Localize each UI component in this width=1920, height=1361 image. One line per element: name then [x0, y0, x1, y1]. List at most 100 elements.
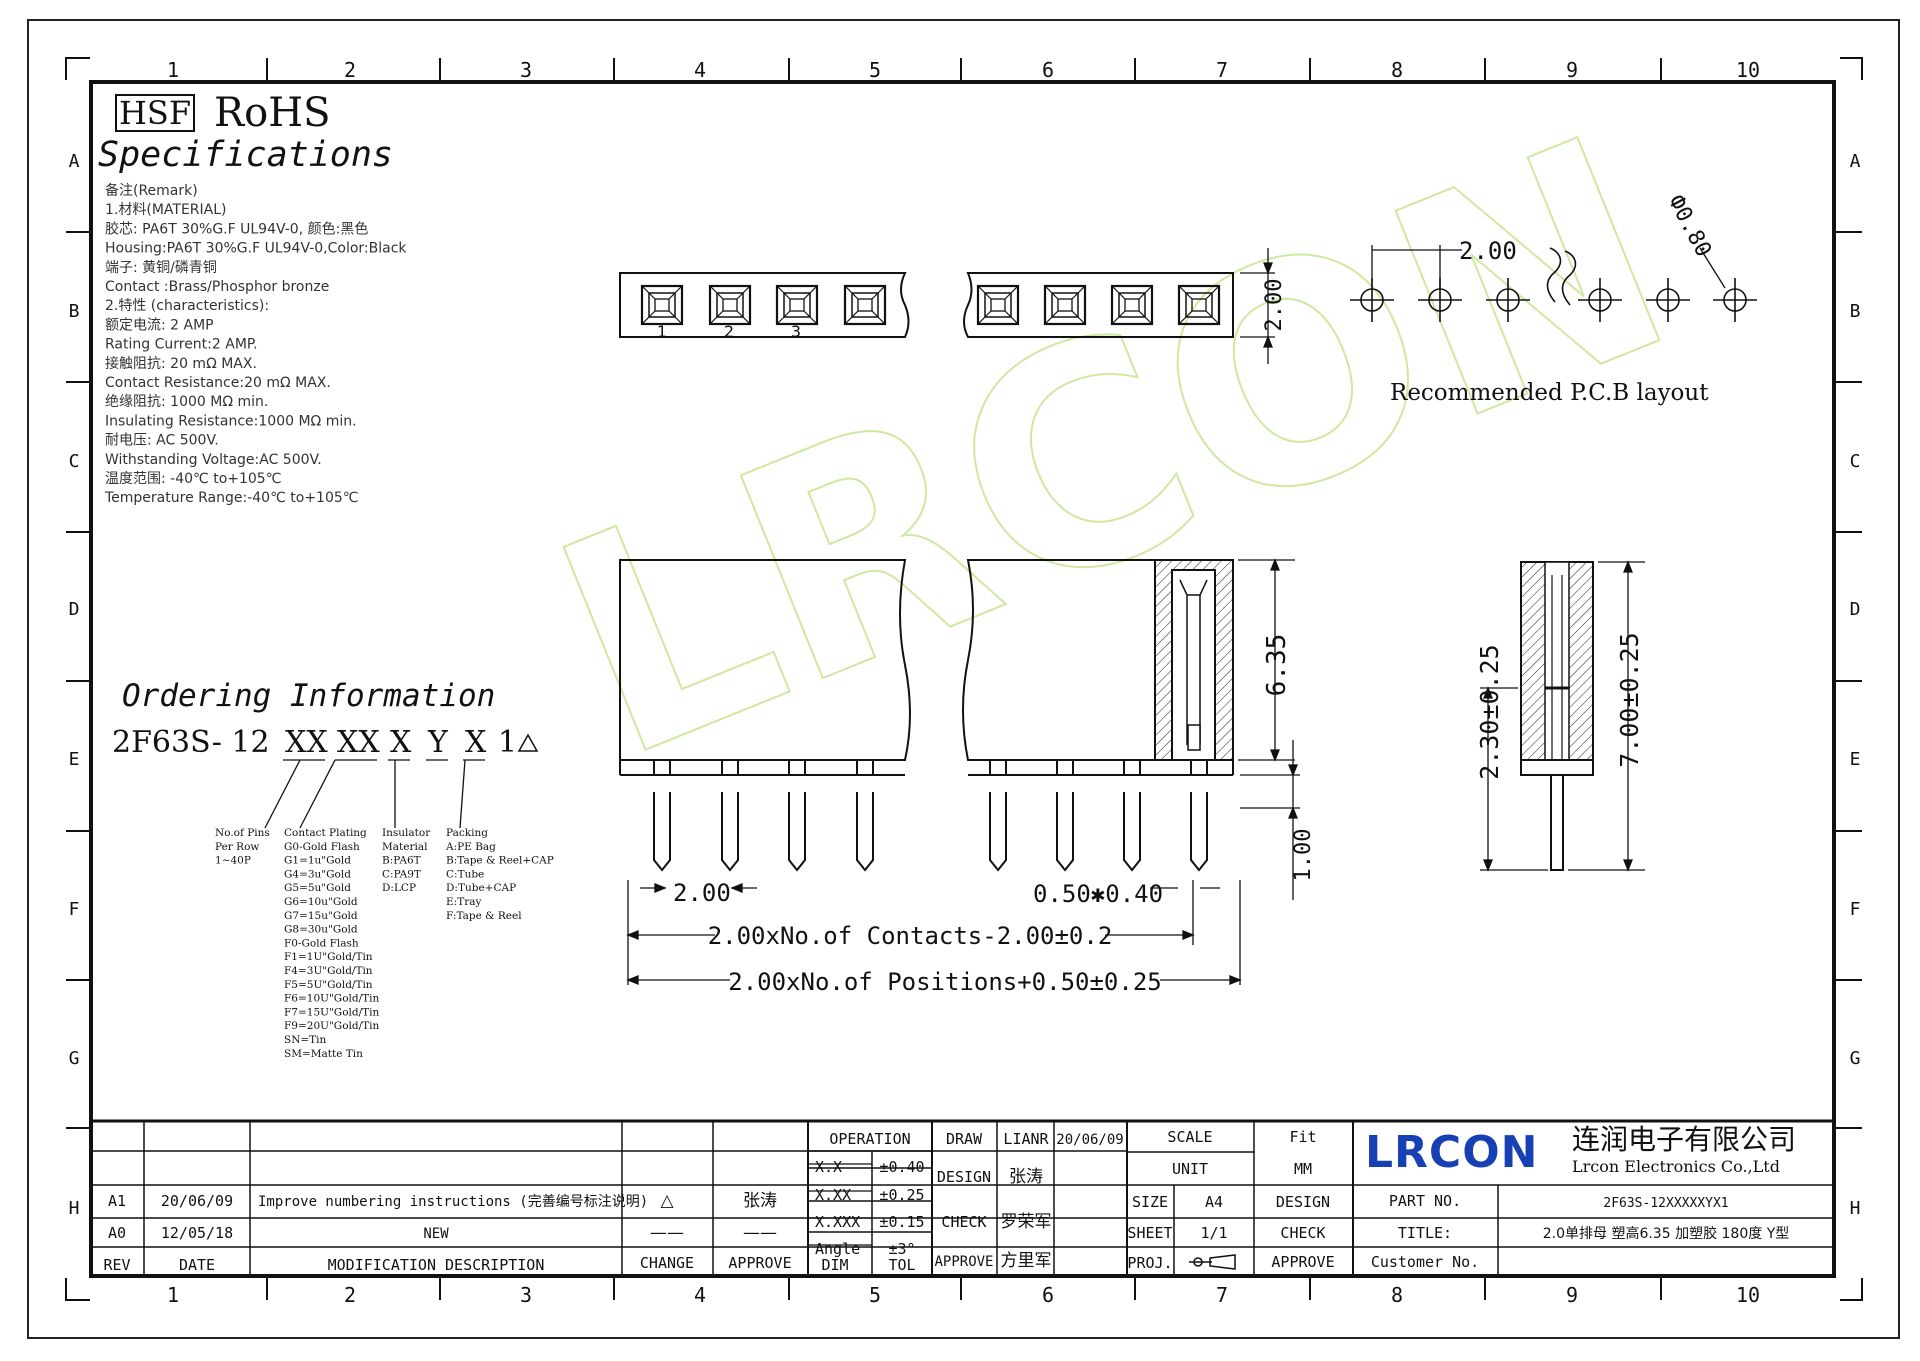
ordering-option: F6=10U"Gold/Tin [284, 993, 379, 1005]
company-logo: LRCON [1365, 1127, 1538, 1178]
tol-dim: Angle [815, 1240, 860, 1258]
design-label: DESIGN [937, 1168, 991, 1186]
proj-label: PROJ. [1127, 1254, 1172, 1272]
contact-cavity [843, 284, 887, 326]
unit-value: MM [1294, 1160, 1312, 1178]
rev-date: 12/05/18 [161, 1224, 233, 1242]
ordering-option: E:Tray [446, 896, 481, 908]
rev-approver: 张涛 [743, 1191, 777, 1211]
ordering-option: D:LCP [382, 882, 416, 894]
front-contacts-dim: 2.00xNo.of Contacts-2.00±0.2 [708, 922, 1113, 950]
grid-row-label: F [1850, 899, 1861, 920]
ordering-option: Contact Plating [284, 827, 367, 839]
revision-triangle-icon [517, 733, 539, 752]
contact-pin [989, 792, 1007, 872]
pcb-hole-dim: Ф0.80 [1663, 191, 1716, 261]
ordering-option: A:PE Bag [445, 841, 496, 853]
code-part: X [390, 725, 412, 760]
remark-line: Housing:PA6T 30%G.F UL94V-0,Color:Black [105, 241, 407, 257]
grid-row-label: B [1850, 301, 1861, 322]
title-block [91, 1119, 1834, 1276]
contact-cavity [976, 284, 1020, 326]
design2-label: DESIGN [1276, 1193, 1330, 1211]
operation-label: OPERATION [829, 1130, 910, 1148]
specifications-title: Specifications [98, 135, 393, 175]
customer-no-label: Customer No. [1371, 1253, 1479, 1271]
remark-line: 备注(Remark) [105, 182, 198, 199]
remark-line: Withstanding Voltage:AC 500V. [105, 452, 322, 468]
grid-row-label: E [1850, 749, 1861, 770]
remark-line: 额定电流: 2 AMP [105, 317, 214, 333]
tol-value: ±3° [888, 1240, 915, 1258]
ordering-option: G1=1u"Gold [284, 855, 351, 867]
grid-row-label: H [69, 1198, 80, 1219]
contact-pin [1123, 792, 1141, 872]
ordering-title: Ordering Information [122, 678, 495, 714]
change-header: CHANGE [640, 1254, 694, 1272]
rev-change: —— [650, 1223, 684, 1243]
contact-cavity [1043, 284, 1087, 326]
grid-col-label: 6 [1042, 1283, 1054, 1307]
ordering-option: F1=1U"Gold/Tin [284, 951, 373, 963]
ordering-option: SN=Tin [284, 1034, 327, 1046]
pcb-pitch-dim: 2.00 [1459, 237, 1517, 265]
grid-col-label: 9 [1566, 1283, 1578, 1307]
contact-pin [856, 792, 874, 872]
ordering-option: SM=Matte Tin [284, 1048, 363, 1060]
ordering-option: Insulator [382, 827, 431, 839]
remark-line: 2.特性 (characteristics): [105, 298, 269, 314]
contact-cavity [1110, 284, 1154, 326]
rohs-label: RoHS [214, 90, 330, 136]
grid-col-label: 9 [1566, 58, 1578, 82]
contact-cavity [775, 284, 819, 326]
design-name: 张涛 [1009, 1167, 1043, 1187]
rev-header: REV [103, 1256, 130, 1274]
part-no-value: 2F63S-12XXXXXYX1 [1603, 1196, 1728, 1211]
ordering-option: C:PA9T [382, 868, 421, 880]
remark-line: 1.材料(MATERIAL) [105, 202, 226, 218]
code-part: X [465, 725, 487, 760]
check-name: 罗荣军 [1001, 1212, 1052, 1232]
front-pitch-dim: 2.00 [673, 879, 731, 907]
pin-number: 2 [724, 322, 734, 341]
grid-col-label: 4 [694, 58, 706, 82]
contact-pin [1056, 792, 1074, 872]
grid-col-label: 8 [1391, 58, 1403, 82]
grid-col-label: 1 [167, 1283, 179, 1307]
grid-row-label: H [1850, 1198, 1861, 1219]
grid-col-label: 2 [344, 58, 356, 82]
tol-label: TOL [888, 1256, 915, 1274]
draw-label: DRAW [946, 1130, 983, 1148]
grid-col-label: 1 [167, 58, 179, 82]
grid-row-label: C [1850, 451, 1861, 472]
projection-symbol-icon [1189, 1254, 1236, 1270]
ordering-option: F0-Gold Flash [284, 937, 359, 949]
approve-label: APPROVE [934, 1254, 993, 1270]
grid-col-label: 5 [869, 58, 881, 82]
ordering-code-prefix: 2F63S- 12 [112, 725, 270, 760]
approve-header: APPROVE [728, 1254, 791, 1272]
sheet-value: 1/1 [1200, 1224, 1227, 1242]
grid-row-label: D [69, 599, 80, 620]
grid-col-label: 8 [1391, 1283, 1403, 1307]
grid-col-label: 5 [869, 1283, 881, 1307]
size-value: A4 [1205, 1193, 1223, 1211]
tol-dim: X.XX [815, 1186, 851, 1204]
remark-line: Insulating Resistance:1000 MΩ min. [105, 413, 357, 429]
front-view [619, 559, 1234, 776]
grid-col-label: 2 [344, 1283, 356, 1307]
grid-col-label: 3 [520, 1283, 532, 1307]
ordering-option: G8=30u"Gold [284, 924, 358, 936]
contact-cavity [640, 284, 684, 326]
rev-description: Improve numbering instructions (完善编号标注说明… [258, 1194, 648, 1210]
front-positions-dim: 2.00xNo.of Positions+0.50±0.25 [728, 968, 1161, 996]
remark-line: 胶芯: PA6T 30%G.F UL94V-0, 颜色:黑色 [105, 220, 368, 237]
approve-name: 方里军 [1001, 1251, 1052, 1271]
title-label: TITLE: [1398, 1224, 1452, 1242]
grid-col-label: 7 [1216, 58, 1228, 82]
date-header: DATE [179, 1256, 215, 1274]
hsf-label: HSF [119, 94, 191, 132]
grid-row-label: D [1850, 599, 1861, 620]
